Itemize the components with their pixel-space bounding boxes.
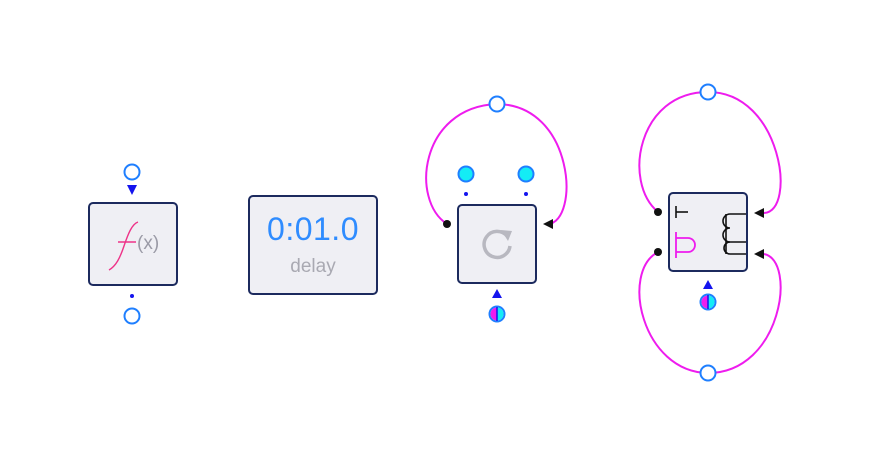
function-input-port[interactable] [123,163,141,181]
loop-left-port[interactable] [443,220,451,228]
delay-label: delay [290,256,336,277]
function-f-icon [108,221,139,271]
loop-param-dot-2 [524,192,528,196]
function-output-dot [130,294,134,298]
loop-top-port[interactable] [488,95,506,113]
loop-type-port-icon[interactable] [488,305,506,323]
loop-bottom-arrow-icon [492,289,502,298]
delay-block[interactable]: 0:01.0 delay [248,195,378,295]
merge-type-port-icon[interactable] [699,293,717,311]
function-input-arrow-icon [127,185,137,195]
merge-left-port-2[interactable] [654,248,662,256]
merge-block[interactable] [668,192,748,272]
loop-param-port-2[interactable] [517,165,535,183]
loop-right-arrow-icon [543,219,553,229]
loop-param-port-1[interactable] [457,165,475,183]
function-arg-label: (x) [137,233,160,254]
merge-left-port-1[interactable] [654,208,662,216]
merge-bottom-arrow-icon [703,280,713,289]
merge-right-arrow-icon-2 [754,249,764,259]
branch-merge-icon [675,206,746,258]
function-block[interactable]: (x) [88,202,178,286]
merge-bottom-port[interactable] [699,364,717,382]
loop-param-dot-1 [464,192,468,196]
merge-right-arrow-icon-1 [754,208,764,218]
function-output-port[interactable] [123,307,141,325]
refresh-icon [482,229,512,260]
merge-top-port[interactable] [699,83,717,101]
loop-block[interactable] [457,204,537,284]
delay-time: 0:01.0 [267,211,359,247]
